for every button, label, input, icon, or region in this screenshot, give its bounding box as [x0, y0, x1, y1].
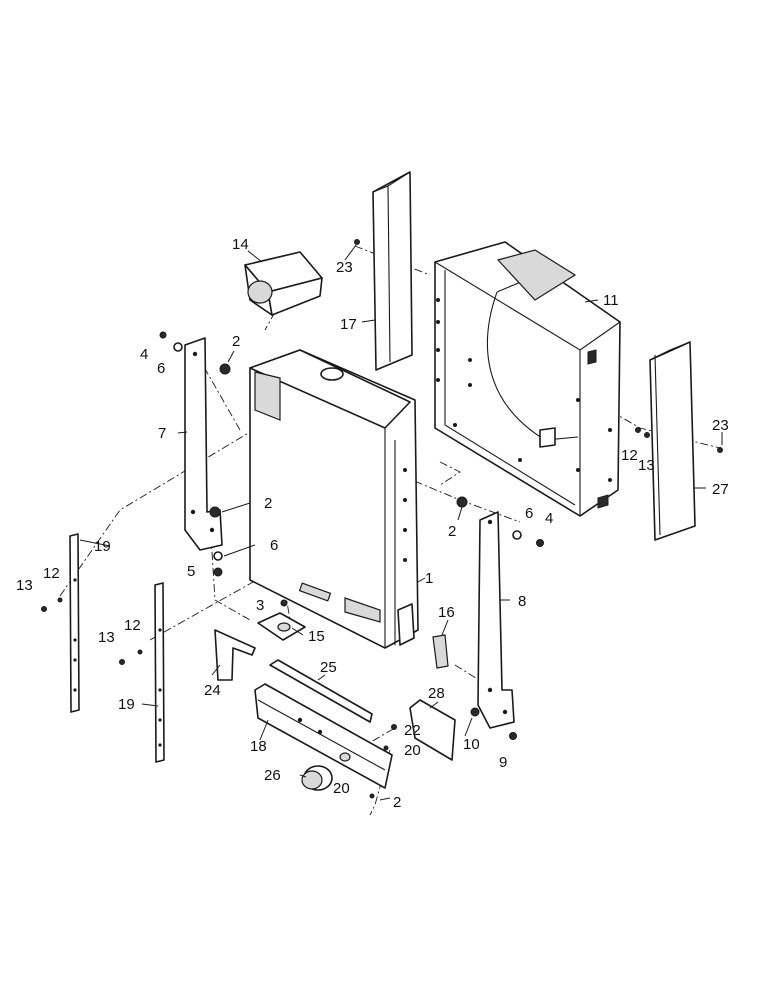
- callout-27: 27: [712, 481, 729, 498]
- callout-10: 10: [463, 736, 480, 753]
- callout-2b: 2: [264, 495, 272, 512]
- callout-6b: 6: [270, 537, 278, 554]
- part-19-strips: [69, 533, 165, 763]
- callout-15: 15: [308, 628, 325, 645]
- callout-7: 7: [158, 425, 166, 442]
- part-27-side-panel: [649, 341, 696, 541]
- callout-22: 22: [404, 722, 421, 739]
- callout-20b: 20: [333, 780, 350, 797]
- callout-19a: 19: [94, 538, 111, 555]
- callout-23a: 23: [336, 259, 353, 276]
- callout-17: 17: [340, 316, 357, 333]
- callout-18: 18: [250, 738, 267, 755]
- callout-14: 14: [232, 236, 249, 253]
- callout-4b: 4: [545, 510, 553, 527]
- part-7-bracket: [184, 337, 223, 551]
- callout-25: 25: [320, 659, 337, 676]
- callout-13c: 13: [638, 457, 655, 474]
- callout-12a: 12: [43, 565, 60, 582]
- callout-20a: 20: [404, 742, 421, 759]
- part-26-bushing: [301, 765, 333, 791]
- callout-23b: 23: [712, 417, 729, 434]
- lower-mounting-parts: [214, 612, 456, 791]
- part-8-bracket: [477, 511, 515, 729]
- part-28-pad: [409, 699, 456, 761]
- part-14-cover: [244, 251, 323, 316]
- callout-24: 24: [204, 682, 221, 699]
- callout-1: 1: [425, 570, 433, 587]
- leader-lines: [79, 244, 723, 801]
- part-25-rail: [269, 659, 373, 723]
- callouts: 1 2 2 2 2 3 4 4 5 6 6 6 7 8 9 10 11 12 1…: [16, 236, 729, 811]
- callout-19b: 19: [118, 696, 135, 713]
- part-1-radiator: [249, 349, 419, 649]
- callout-9: 9: [499, 754, 507, 771]
- callout-2c: 2: [448, 523, 456, 540]
- part-11-fan-shroud: [434, 241, 621, 517]
- callout-8: 8: [518, 593, 526, 610]
- callout-4a: 4: [140, 346, 148, 363]
- fasteners: [41, 239, 723, 799]
- callout-5: 5: [187, 563, 195, 580]
- callout-16: 16: [438, 604, 455, 621]
- part-16-wedge: [432, 634, 449, 669]
- callout-3: 3: [256, 597, 264, 614]
- part-24-block: [214, 629, 256, 681]
- callout-28: 28: [428, 685, 445, 702]
- callout-12b: 12: [124, 617, 141, 634]
- callout-2a: 2: [232, 333, 240, 350]
- callout-11: 11: [603, 292, 619, 309]
- callout-6a: 6: [157, 360, 165, 377]
- callout-13a: 13: [16, 577, 33, 594]
- callout-26: 26: [264, 767, 281, 784]
- callout-12c: 12: [621, 447, 638, 464]
- callout-6c: 6: [525, 505, 533, 522]
- callout-2d: 2: [393, 794, 401, 811]
- callout-13b: 13: [98, 629, 115, 646]
- part-17-baffle: [372, 171, 413, 371]
